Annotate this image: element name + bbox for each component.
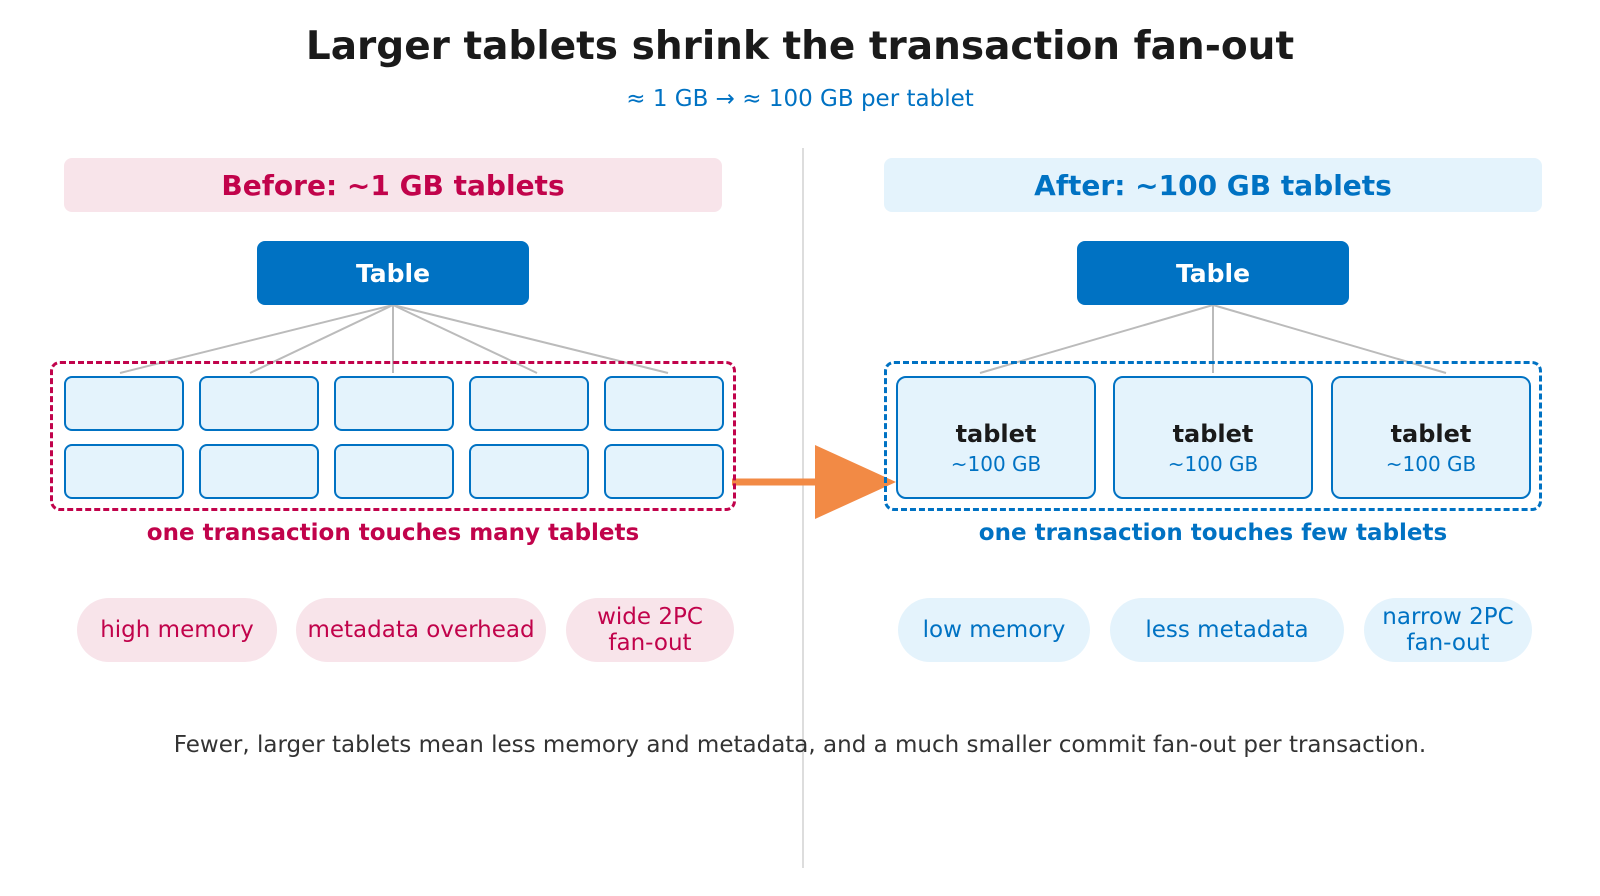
diagram-subtitle: ≈ 1 GB → ≈ 100 GB per tablet: [626, 86, 974, 112]
panel-divider: [802, 148, 804, 868]
before-tablet: [199, 444, 319, 499]
after-caption: one transaction touches few tablets: [978, 520, 1448, 546]
after-tablet: tablet ~100 GB: [1331, 376, 1531, 499]
footer-note: Fewer, larger tablets mean less memory a…: [173, 732, 1427, 758]
tablet-label: tablet: [1172, 419, 1254, 448]
before-tablet: [469, 444, 589, 499]
tablet-size: ~100 GB: [1167, 451, 1259, 476]
after-tablet: tablet ~100 GB: [1113, 376, 1313, 499]
before-tablet: [604, 376, 724, 431]
diagram-title: Larger tablets shrink the transaction fa…: [305, 24, 1295, 69]
after-tablet: tablet ~100 GB: [896, 376, 1096, 499]
after-transaction-group: [884, 361, 1542, 511]
before-caption: one transaction touches many tablets: [146, 520, 640, 546]
before-tablet: [604, 444, 724, 499]
tablet-label: tablet: [1390, 419, 1472, 448]
before-pill-metadata: metadata overhead: [296, 598, 546, 662]
tablet-size: ~100 GB: [1385, 451, 1477, 476]
before-tablet: [334, 376, 454, 431]
before-tablet: [469, 376, 589, 431]
tablet-label: tablet: [955, 419, 1037, 448]
after-pill-metadata: less metadata: [1110, 598, 1344, 662]
before-table-node: Table: [257, 241, 529, 305]
after-table-node: Table: [1077, 241, 1349, 305]
before-banner: Before: ~1 GB tablets: [64, 158, 722, 212]
after-banner: After: ~100 GB tablets: [884, 158, 1542, 212]
after-pill-2pc: narrow 2PC fan-out: [1364, 598, 1532, 662]
before-transaction-group: [50, 361, 736, 511]
before-tablet: [199, 376, 319, 431]
after-pill-memory: low memory: [898, 598, 1090, 662]
before-pill-2pc: wide 2PC fan-out: [566, 598, 734, 662]
before-tablet: [64, 444, 184, 499]
before-tablet: [334, 444, 454, 499]
before-pill-memory: high memory: [77, 598, 277, 662]
tablet-size: ~100 GB: [950, 451, 1042, 476]
arrow-right-icon: [732, 445, 896, 519]
before-tablet: [64, 376, 184, 431]
